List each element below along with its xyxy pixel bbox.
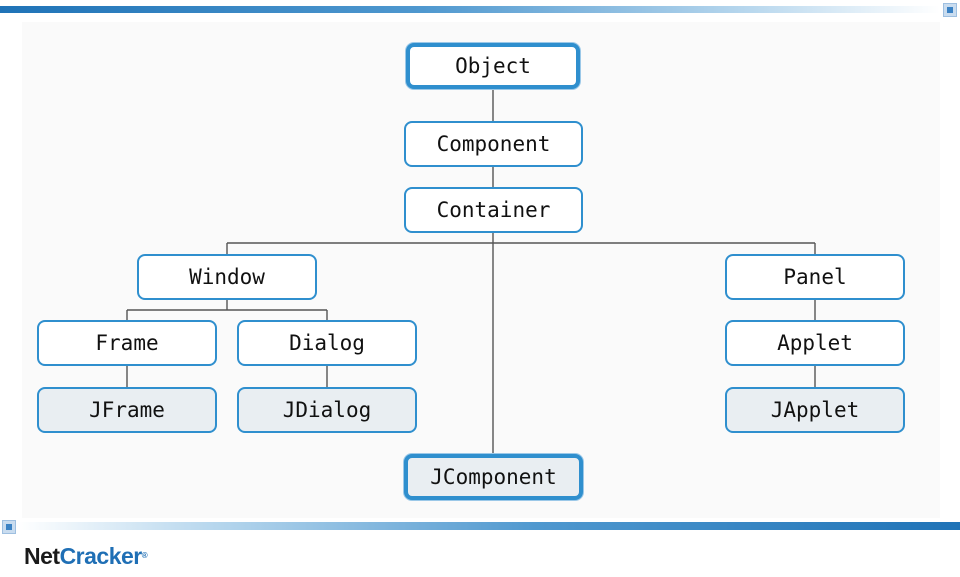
node-jcomponent: JComponent xyxy=(404,454,583,500)
logo-text-cracker: Cracker xyxy=(59,543,143,569)
node-dialog: Dialog xyxy=(237,320,417,366)
node-object: Object xyxy=(406,43,580,89)
corner-square-icon xyxy=(2,520,16,534)
netcracker-logo: NetCracker® xyxy=(24,542,148,570)
node-applet: Applet xyxy=(725,320,905,366)
corner-square-icon xyxy=(943,3,957,17)
top-accent-bar xyxy=(0,6,940,13)
node-panel: Panel xyxy=(725,254,905,300)
node-component: Component xyxy=(404,121,583,167)
node-jframe: JFrame xyxy=(37,387,217,433)
node-japplet: JApplet xyxy=(725,387,905,433)
logo-text-net: Net xyxy=(24,543,60,569)
node-jdialog: JDialog xyxy=(237,387,417,433)
node-container: Container xyxy=(404,187,583,233)
node-frame: Frame xyxy=(37,320,217,366)
bottom-accent-bar xyxy=(18,522,960,530)
node-window: Window xyxy=(137,254,317,300)
logo-registered-mark: ® xyxy=(141,551,148,560)
